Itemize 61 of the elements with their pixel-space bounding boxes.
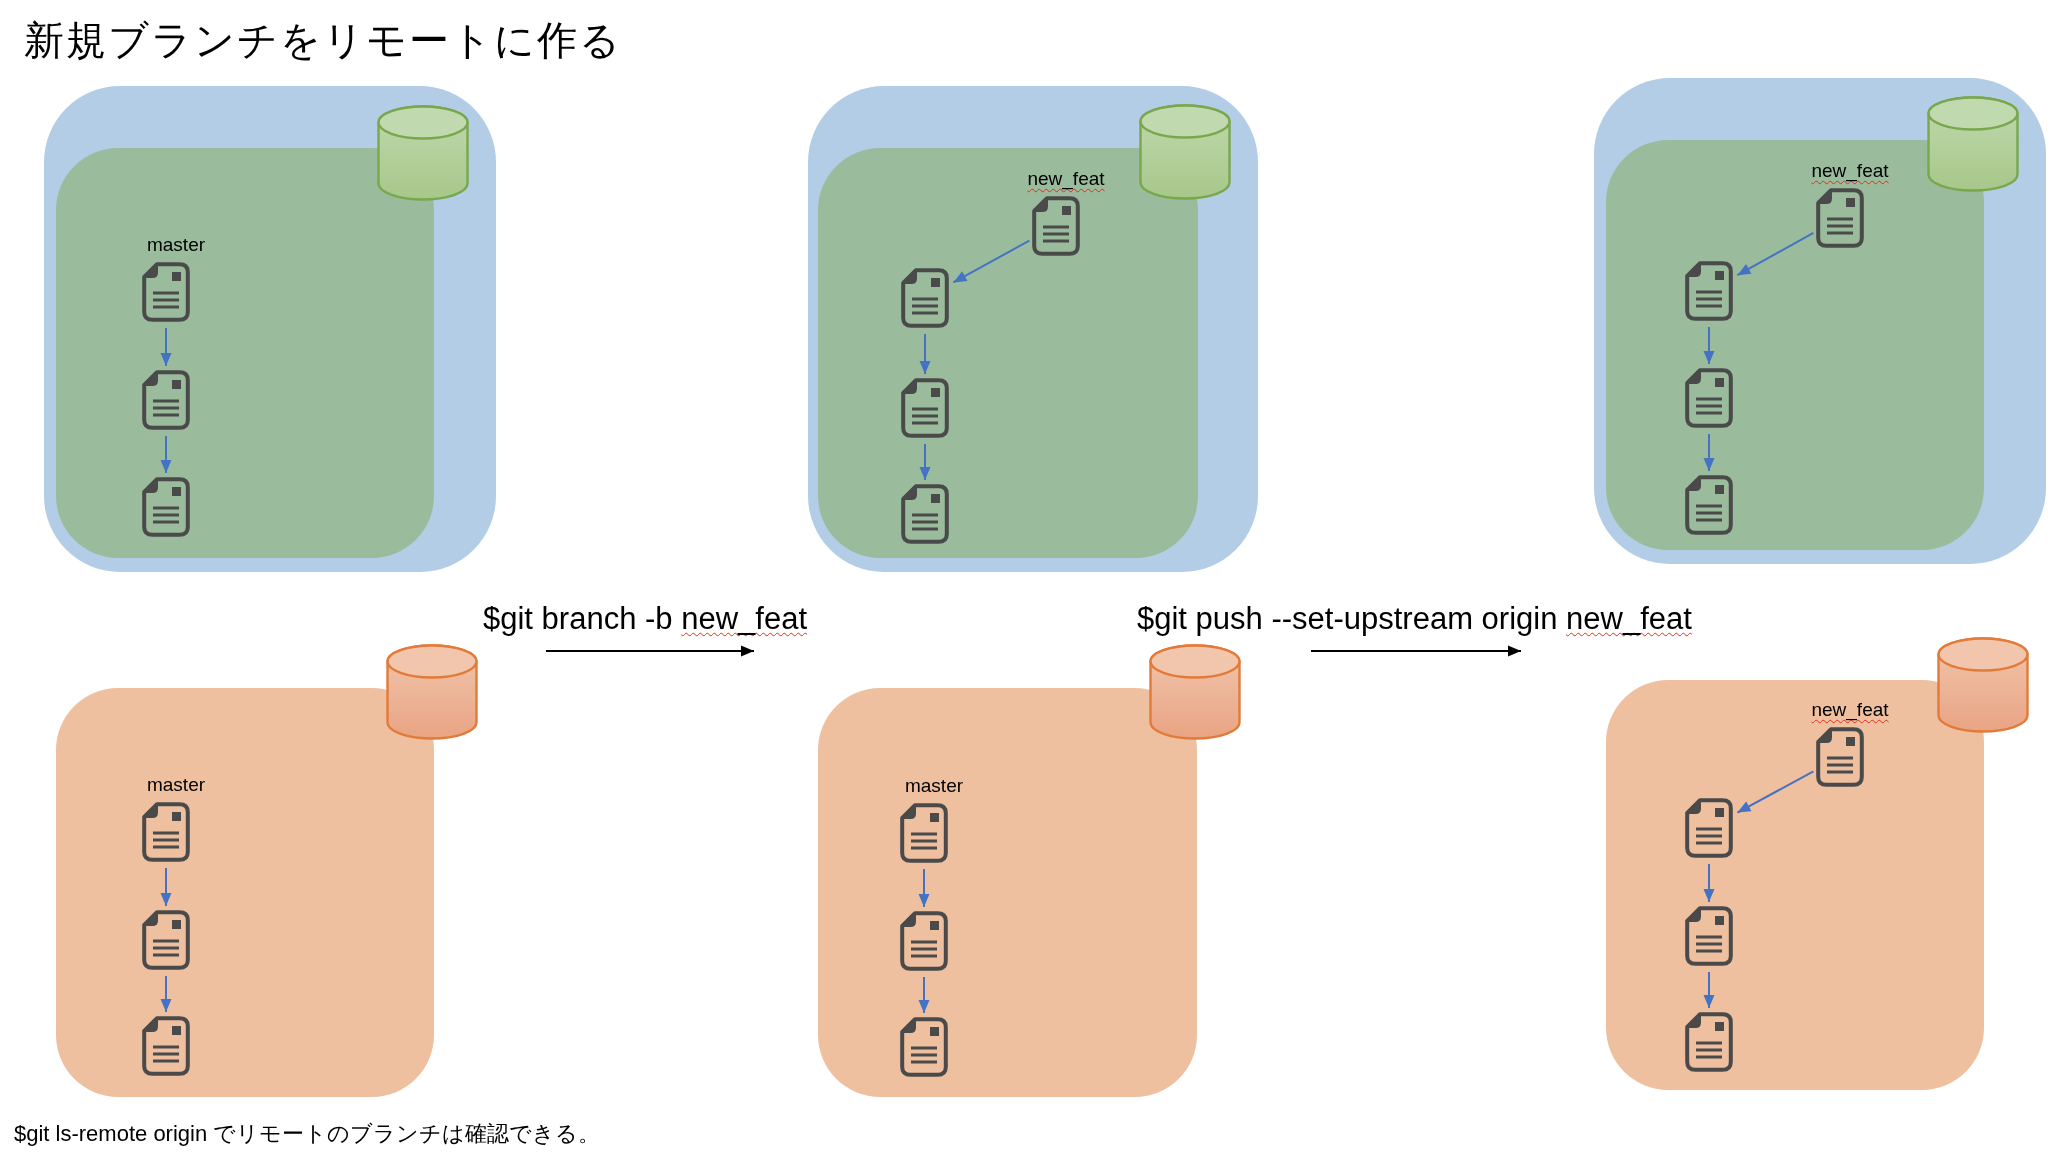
document-icon — [901, 268, 949, 328]
document-icon — [142, 370, 190, 430]
database-cylinder — [1139, 104, 1231, 200]
document-icon — [900, 803, 948, 863]
arrow — [952, 239, 1031, 284]
arrow — [919, 333, 931, 375]
arrow — [160, 975, 172, 1013]
document-icon — [1685, 906, 1733, 966]
arrow — [160, 867, 172, 907]
document-icon — [900, 911, 948, 971]
rounded-panel — [1606, 140, 1984, 550]
arrow — [1703, 863, 1715, 903]
arrow — [918, 976, 930, 1014]
arrow — [1736, 770, 1815, 814]
arrow — [160, 327, 172, 367]
document-icon — [1816, 727, 1864, 787]
document-icon — [142, 910, 190, 970]
rounded-panel — [808, 86, 1258, 572]
rounded-panel — [1606, 680, 1984, 1090]
document-icon — [1816, 188, 1864, 248]
arrow — [919, 443, 931, 481]
database-cylinder — [1149, 644, 1241, 740]
database-cylinder — [377, 105, 469, 201]
document-icon — [900, 1017, 948, 1077]
branch-label: new_feat — [1811, 698, 1889, 721]
document-icon — [901, 378, 949, 438]
command-text: $git branch -b new_feat — [483, 600, 807, 637]
arrow — [918, 868, 930, 908]
rounded-panel — [818, 148, 1198, 558]
command-text: $git push --set-upstream origin new_feat — [1137, 600, 1692, 637]
rounded-panel — [1594, 78, 2046, 564]
document-icon — [901, 484, 949, 544]
rounded-panel — [56, 688, 434, 1097]
branch-label: new_feat — [1027, 167, 1105, 190]
caption: $git ls-remote origin でリモートのブランチは確認できる。 — [14, 1120, 601, 1148]
document-icon — [1685, 475, 1733, 535]
document-icon — [1685, 1012, 1733, 1072]
title: 新規ブランチをリモートに作る — [24, 17, 622, 64]
database-cylinder — [386, 644, 478, 740]
document-icon — [142, 477, 190, 537]
document-icon — [142, 802, 190, 862]
document-icon — [1685, 261, 1733, 321]
rounded-panel — [818, 688, 1197, 1097]
document-icon — [142, 1016, 190, 1076]
branch-label: master — [904, 774, 964, 797]
document-icon — [1685, 368, 1733, 428]
branch-label: new_feat — [1811, 159, 1889, 182]
database-cylinder — [1937, 637, 2029, 733]
document-icon — [1032, 196, 1080, 256]
rounded-panel — [56, 148, 434, 558]
branch-label: master — [146, 233, 206, 256]
document-icon — [142, 262, 190, 322]
arrow — [1736, 231, 1815, 277]
arrow — [1703, 433, 1715, 472]
branch-label: master — [146, 773, 206, 796]
arrow — [160, 435, 172, 474]
rounded-panel — [44, 86, 496, 572]
database-cylinder — [1927, 96, 2019, 192]
arrow — [1703, 326, 1715, 365]
document-icon — [1685, 798, 1733, 858]
arrow — [1703, 971, 1715, 1009]
